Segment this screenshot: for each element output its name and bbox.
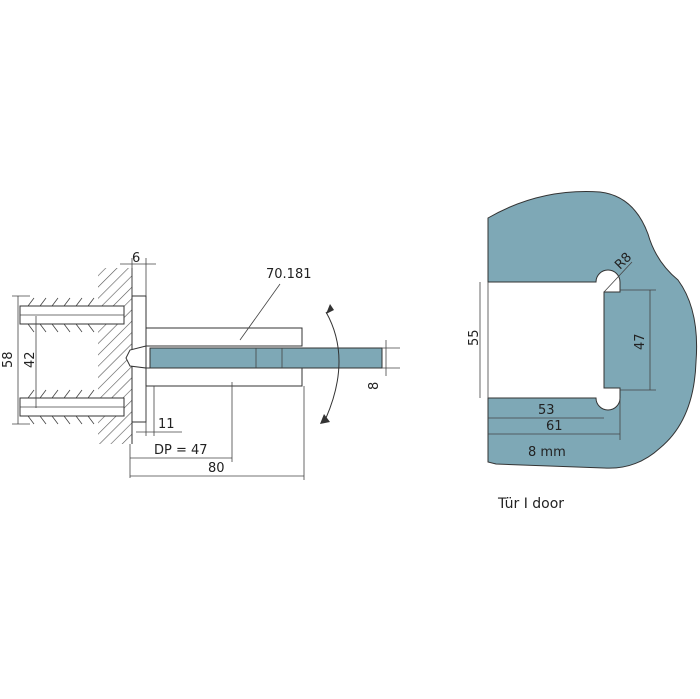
dim-cutout-width-outer: 61 [546, 419, 563, 434]
clamp-spigot [125, 345, 147, 369]
dim-inner-height: 42 [23, 351, 38, 368]
dim-depth: DP = 47 [154, 443, 208, 458]
glass-pane [149, 347, 383, 369]
dim-small-offset: 11 [158, 417, 175, 432]
glass-door-shape [487, 191, 698, 469]
dim-cutout-width-inner: 53 [538, 403, 555, 418]
clamp-lower-jaw [145, 367, 303, 387]
clamp-upper-jaw [145, 327, 303, 347]
dim-total-length: 80 [208, 461, 225, 476]
dim-glass-thickness-label: 8 mm [528, 445, 566, 460]
part-number-label: 70.181 [266, 267, 312, 282]
cutout-caption: Tür I door [497, 496, 564, 512]
dim-cutout-height: 55 [467, 329, 482, 346]
rotation-arrow [325, 311, 340, 419]
clamp-section-view: 70.181 6 58 42 8 11 DP = 47 80 [1, 251, 400, 480]
dim-cutout-inner-height: 47 [633, 333, 648, 350]
dim-glass-thickness: 8 [367, 382, 382, 390]
glass-cutout-view: R8 55 47 53 61 8 mm Tür I door [467, 191, 698, 512]
dim-wall-gap: 6 [132, 251, 140, 266]
wall-anchor-top [19, 297, 125, 333]
dim-outer-height: 58 [1, 351, 16, 368]
wall-anchor-bottom [19, 389, 125, 425]
